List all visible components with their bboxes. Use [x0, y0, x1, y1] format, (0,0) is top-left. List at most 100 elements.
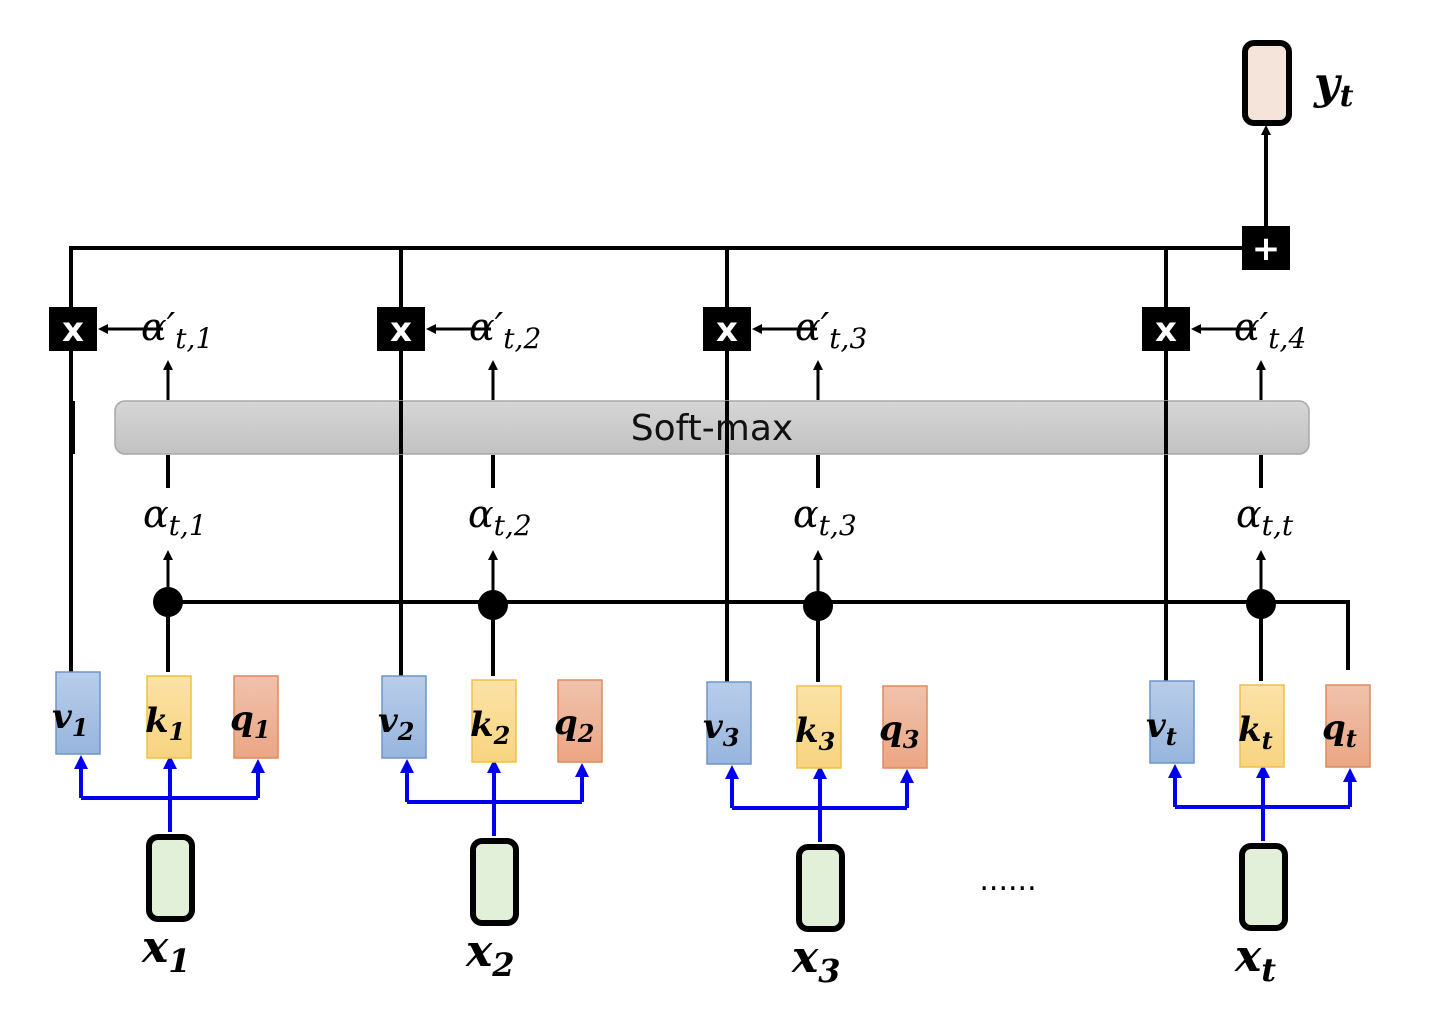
softmax-bar: [114, 400, 1310, 455]
key-label-3-symbol: k: [795, 711, 819, 751]
dot-product-node-4: [1246, 589, 1276, 619]
key-label-2-symbol: k: [470, 705, 494, 745]
key-box-4: [1239, 684, 1285, 768]
sum-op: [1242, 226, 1290, 270]
alpha-prime-label-2: α′t,2: [469, 305, 541, 355]
alpha-label-3: αt,3: [793, 492, 857, 542]
key-label-4: kt: [1238, 710, 1273, 755]
alpha-label-1-symbol: α: [143, 492, 169, 536]
dot-product-node-3: [803, 591, 833, 621]
key-label-1-subscript: 1: [169, 717, 186, 746]
alpha-label-4-subscript: t,t: [1262, 509, 1294, 542]
key-label-4-symbol: k: [1238, 710, 1262, 750]
value-label-4: vt: [1146, 706, 1177, 751]
multiply-op-2: [377, 307, 425, 351]
multiply-op-1: [49, 307, 97, 351]
alpha-prime-label-1-symbol: α′: [141, 305, 176, 349]
query-label-3-symbol: q: [879, 709, 903, 749]
key-box-3: [796, 685, 842, 769]
key-label-3: k3: [795, 711, 835, 756]
query-box-2: [557, 679, 603, 763]
alpha-label-4-symbol: α: [1236, 492, 1262, 536]
value-label-2: v2: [378, 701, 414, 746]
alpha-label-1: αt,1: [143, 492, 207, 542]
alpha-prime-label-3: α′t,3: [795, 305, 867, 355]
value-box-1: [55, 671, 101, 755]
key-box-1: [146, 675, 192, 759]
value-label-1-subscript: 1: [72, 713, 89, 742]
input-label-1-subscript: 1: [168, 942, 190, 980]
key-label-1-symbol: k: [145, 701, 169, 741]
alpha-prime-label-3-subscript: t,3: [829, 322, 867, 355]
key-label-2-subscript: 2: [493, 721, 511, 750]
input-label-2-subscript: 2: [491, 946, 514, 984]
output-label-subscript: t: [1340, 79, 1354, 114]
query-box-4: [1325, 684, 1371, 768]
ellipsis: ......: [979, 863, 1036, 898]
multiply-op-4-symbol: x: [1155, 310, 1177, 350]
value-label-1: v1: [52, 697, 88, 742]
input-label-3: x3: [791, 932, 841, 990]
alpha-label-3-symbol: α: [793, 492, 819, 536]
key-box-2: [471, 679, 517, 763]
key-label-2: k2: [470, 705, 510, 750]
multiply-op-1-symbol: x: [62, 310, 84, 350]
alpha-label-3-subscript: t,3: [819, 509, 857, 542]
query-label-4-subscript: t: [1346, 724, 1357, 753]
alpha-label-2-subscript: t,2: [494, 509, 532, 542]
value-label-3: v3: [703, 707, 739, 752]
input-label-4-symbol: x: [1234, 931, 1262, 982]
input-label-2-symbol: x: [465, 926, 493, 977]
sum-op-symbol: +: [1252, 229, 1281, 269]
query-box-3: [882, 685, 928, 769]
key-label-3-subscript: 3: [819, 727, 836, 756]
value-box-4: [1149, 680, 1195, 764]
alpha-prime-label-1-subscript: t,1: [175, 322, 213, 355]
input-label-4-subscript: t: [1261, 951, 1276, 989]
input-label-3-symbol: x: [791, 932, 819, 983]
input-box-1: [146, 834, 195, 922]
query-label-4-symbol: q: [1322, 708, 1346, 748]
value-label-4-subscript: t: [1166, 722, 1177, 751]
value-box-3: [706, 681, 752, 765]
value-box-2: [381, 675, 427, 759]
input-box-2: [470, 838, 519, 926]
query-label-1-subscript: 1: [254, 715, 271, 744]
output-box: [1242, 40, 1292, 126]
query-label-3-subscript: 3: [903, 725, 920, 754]
alpha-prime-label-1: α′t,1: [141, 305, 213, 355]
dot-product-node-2: [478, 590, 508, 620]
value-label-4-symbol: v: [1146, 706, 1167, 746]
query-label-3: q3: [879, 709, 919, 754]
query-label-2-symbol: q: [554, 703, 578, 743]
input-label-3-subscript: 3: [818, 952, 840, 990]
alpha-prime-label-4-symbol: α′: [1234, 305, 1269, 349]
alpha-prime-label-2-subscript: t,2: [503, 322, 541, 355]
dot-product-node-1: [153, 587, 183, 617]
output-label: yt: [1313, 58, 1354, 114]
alpha-prime-label-2-symbol: α′: [469, 305, 504, 349]
softmax-label: Soft-max: [631, 408, 793, 449]
output-label-symbol: y: [1313, 58, 1343, 109]
alpha-label-4: αt,t: [1236, 492, 1294, 542]
multiply-op-3-symbol: x: [716, 310, 738, 350]
alpha-prime-label-4-subscript: t,4: [1268, 322, 1306, 355]
input-label-4: xt: [1234, 931, 1276, 989]
alpha-label-2: αt,2: [468, 492, 532, 542]
query-label-1-symbol: q: [230, 699, 254, 739]
key-label-1: k1: [145, 701, 185, 746]
value-label-1-symbol: v: [52, 697, 73, 737]
input-box-4: [1239, 843, 1288, 931]
multiply-op-4: [1142, 307, 1190, 351]
key-label-4-subscript: t: [1262, 726, 1273, 755]
value-label-3-subscript: 3: [723, 723, 740, 752]
value-label-2-subscript: 2: [397, 717, 415, 746]
query-label-2-subscript: 2: [577, 719, 595, 748]
multiply-op-2-symbol: x: [390, 310, 412, 350]
input-box-3: [796, 844, 845, 932]
alpha-label-2-symbol: α: [468, 492, 494, 536]
query-label-1: q1: [230, 699, 270, 744]
value-label-2-symbol: v: [378, 701, 399, 741]
alpha-label-1-subscript: t,1: [169, 509, 207, 542]
